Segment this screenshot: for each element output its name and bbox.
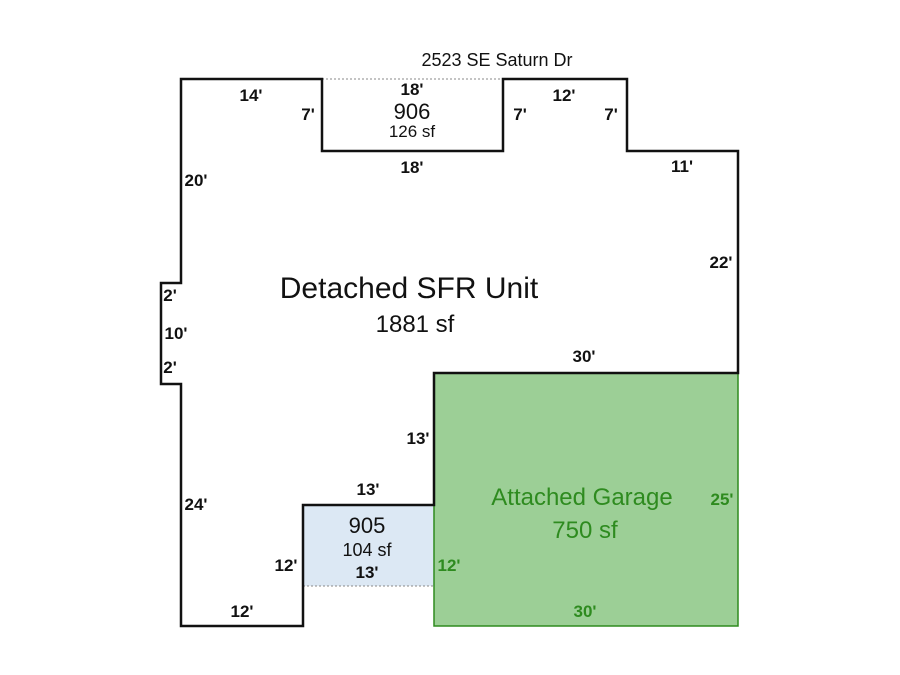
dim-porch905-left: 12' bbox=[275, 556, 298, 575]
dim-porch905-top: 13' bbox=[357, 480, 380, 499]
dim-bump-top: 2' bbox=[163, 286, 177, 305]
dim-bottom-left: 12' bbox=[231, 602, 254, 621]
dim-top-right: 12' bbox=[553, 86, 576, 105]
dim-garage-inner: 12' bbox=[438, 556, 461, 575]
dim-porch905-bottom: 13' bbox=[356, 563, 379, 582]
dim-garage-right: 25' bbox=[711, 490, 734, 509]
dim-right-step: 7' bbox=[604, 105, 618, 124]
dim-porch906-left: 7' bbox=[301, 105, 315, 124]
dim-top-left: 14' bbox=[240, 86, 263, 105]
dim-garage-bottom: 30' bbox=[574, 602, 597, 621]
dim-porch906-top: 18' bbox=[401, 80, 424, 99]
main-unit-area: 1881 sf bbox=[376, 311, 455, 338]
garage-area: 750 sf bbox=[552, 517, 618, 544]
dim-bump-side: 10' bbox=[165, 324, 188, 343]
dim-garage-left: 13' bbox=[407, 429, 430, 448]
dim-bump-bottom: 2' bbox=[163, 358, 177, 377]
main-outline bbox=[159, 77, 740, 628]
porch905-area bbox=[303, 505, 434, 586]
garage-name: Attached Garage bbox=[491, 484, 672, 511]
garage-area bbox=[433, 372, 739, 627]
porch905-name: 905 bbox=[349, 513, 386, 538]
porch906-area: 126 sf bbox=[389, 122, 436, 141]
dim-garage-top: 30' bbox=[573, 347, 596, 366]
dim-right-upper: 11' bbox=[671, 157, 693, 176]
dim-porch906-bottom: 18' bbox=[401, 158, 424, 177]
porch905-area: 104 sf bbox=[342, 540, 392, 560]
porch906-name: 906 bbox=[394, 99, 431, 124]
address-label: 2523 SE Saturn Dr bbox=[421, 50, 572, 70]
dim-right-side: 22' bbox=[710, 253, 733, 272]
main-unit-name: Detached SFR Unit bbox=[280, 272, 539, 305]
dim-left-lower: 24' bbox=[185, 495, 208, 514]
dim-left-upper: 20' bbox=[185, 171, 208, 190]
dim-porch906-right: 7' bbox=[513, 105, 527, 124]
